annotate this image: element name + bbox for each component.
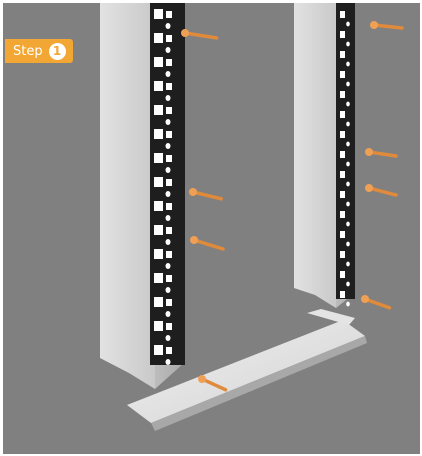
screws xyxy=(181,21,402,390)
step-badge: Step 1 xyxy=(5,39,73,63)
right-post xyxy=(294,3,355,308)
step-number-icon: 1 xyxy=(49,43,66,60)
rack-assembly-illustration xyxy=(3,3,420,454)
screw xyxy=(370,21,402,29)
screw xyxy=(361,295,390,308)
screw xyxy=(181,29,217,38)
right-mounting-rail xyxy=(336,3,355,299)
screw xyxy=(365,184,396,195)
illustration-frame: Step 1 xyxy=(3,3,420,454)
step-label: Step xyxy=(13,44,43,59)
left-post xyxy=(100,3,185,389)
screw xyxy=(189,188,222,199)
screw xyxy=(190,236,223,249)
screw xyxy=(365,148,396,156)
